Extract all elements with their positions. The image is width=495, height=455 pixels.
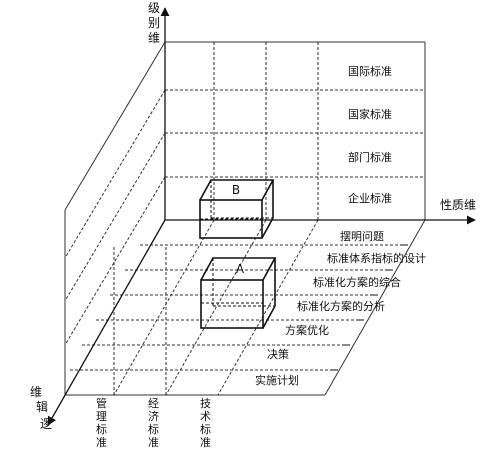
vertical-axis-title-char-3: 维 <box>148 31 160 45</box>
axes <box>47 7 476 426</box>
horizontal-axis-title: 性质维 <box>440 198 476 212</box>
floor-plane <box>65 219 426 396</box>
box-a-label: A <box>236 262 245 276</box>
nature-label: 管理标准 <box>96 396 107 449</box>
vertical-axis-title-char-2: 别 <box>148 16 160 30</box>
nature-label: 经济标准 <box>148 397 159 449</box>
logic-label: 决策 <box>267 347 289 361</box>
logic-ticks <box>330 244 408 371</box>
logic-labels: 摆明问题 标准体系指标的设计 标准化方案的综合 标准化方案的分析 方案优化 决策… <box>255 229 426 387</box>
box-a <box>200 257 277 329</box>
box-b-label: B <box>232 183 240 197</box>
depth-axis-title: 维 辑 逻 <box>30 385 52 431</box>
front-dashed-verticals <box>113 245 167 395</box>
logic-label: 标准化方案的综合 <box>313 275 401 289</box>
logic-label: 标准化方案的分析 <box>297 299 385 313</box>
depth-axis-arrow <box>47 219 166 426</box>
level-label: 企业标准 <box>348 191 392 205</box>
level-label: 国家标准 <box>348 107 392 121</box>
nature-label: 技术标准 <box>200 397 211 449</box>
vertical-axis-title-char-1: 级 <box>148 1 160 15</box>
logic-label: 实施计划 <box>255 373 299 387</box>
left-plane <box>64 41 166 395</box>
logic-label: 摆明问题 <box>340 229 384 243</box>
box-b <box>199 179 275 239</box>
level-label: 部门标准 <box>348 150 392 164</box>
depth-axis-title-char-1: 维 <box>30 385 42 399</box>
depth-axis-title-char-2: 辑 <box>36 400 48 414</box>
nature-labels: 管理标准 经济标准 技术标准 <box>96 396 211 449</box>
logic-label: 标准体系指标的设计 <box>327 251 426 265</box>
logic-label: 方案优化 <box>285 323 329 337</box>
back-plane <box>165 41 426 220</box>
vertical-axis-title: 级 别 维 <box>148 1 160 45</box>
level-labels: 国际标准 国家标准 部门标准 企业标准 <box>348 64 392 205</box>
level-label: 国际标准 <box>348 64 392 78</box>
depth-axis-title-char-3: 逻 <box>40 417 52 431</box>
